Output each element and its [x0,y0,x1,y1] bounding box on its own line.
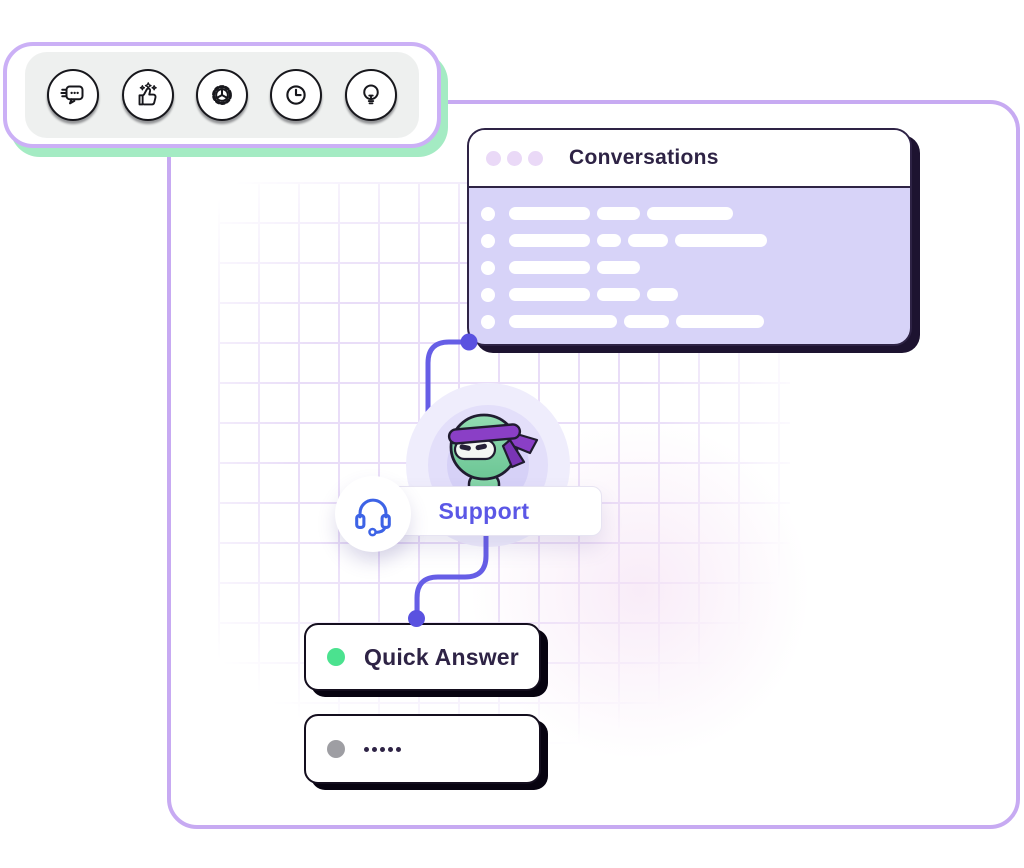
skeleton-pill [647,288,678,301]
skeleton-pill [509,261,590,274]
status-dot-green [327,648,345,666]
ellipsis-dot [372,746,377,752]
feedback-icon-button[interactable] [121,69,174,121]
ninja-eye-right [475,443,487,451]
support-label: Support [438,497,530,524]
toolbar-tray [25,52,419,138]
skeleton-pill [597,207,640,220]
skeleton-pill [509,234,590,247]
skeleton-row [481,200,910,227]
skeleton-pill [509,207,590,220]
ellipsis-dot [388,746,393,752]
skeleton-pill [675,234,767,247]
traffic-dot [528,150,543,166]
skeleton-pill [597,234,621,247]
traffic-dot [507,150,522,166]
capabilities-toolbar [3,42,441,148]
skeleton-pill [624,315,669,328]
skeleton-bullet [481,287,495,302]
settings-icon-button[interactable] [195,69,248,121]
ninja-avatar [447,413,539,500]
feedback-icon [138,82,157,106]
skeleton-pill [509,315,617,328]
idea-icon-button[interactable] [344,69,397,121]
status-dot-gray [327,740,345,758]
skeleton-pill [597,261,640,274]
ninja-headband [447,423,522,445]
headset-badge [335,476,411,552]
window-traffic-dots [486,150,543,166]
headband-tail-lower [501,438,526,469]
settings-icon [212,85,232,105]
window-title: Conversations [569,146,719,169]
skeleton-row [481,254,910,281]
skeleton-bullet [481,260,495,275]
skeleton-pill [647,207,733,220]
history-icon-button[interactable] [270,69,323,121]
outer-frame [167,100,1020,829]
ellipsis-dot [364,746,369,752]
skeleton-bullet [481,206,495,221]
skeleton-pill [597,288,640,301]
conversations-window: Conversations [467,128,912,346]
skeleton-pill [676,315,764,328]
headset-icon [355,498,391,537]
window-header: Conversations [469,130,910,188]
quick-answer-node[interactable]: Quick Answer [304,623,541,691]
connector-endpoint-dot [408,610,425,627]
ellipsis-dot [380,746,385,752]
skeleton-pill [509,288,590,301]
quick-answer-label: Quick Answer [364,643,519,670]
conversation-list-skeleton [469,188,910,335]
history-icon [286,85,307,105]
skeleton-row [481,308,910,335]
skeleton-bullet [481,233,495,248]
chat-icon-button[interactable] [47,69,100,121]
skeleton-pill [628,234,668,247]
ellipsis-dots [364,746,401,752]
ninja-eye-left [459,444,471,451]
chat-icon [60,85,84,105]
skeleton-row [481,281,910,308]
ellipsis-dot [396,746,401,752]
skeleton-row [481,227,910,254]
skeleton-bullet [481,314,495,329]
traffic-dot [486,150,501,166]
idea-icon [362,84,379,105]
more-options-node[interactable] [304,714,541,784]
